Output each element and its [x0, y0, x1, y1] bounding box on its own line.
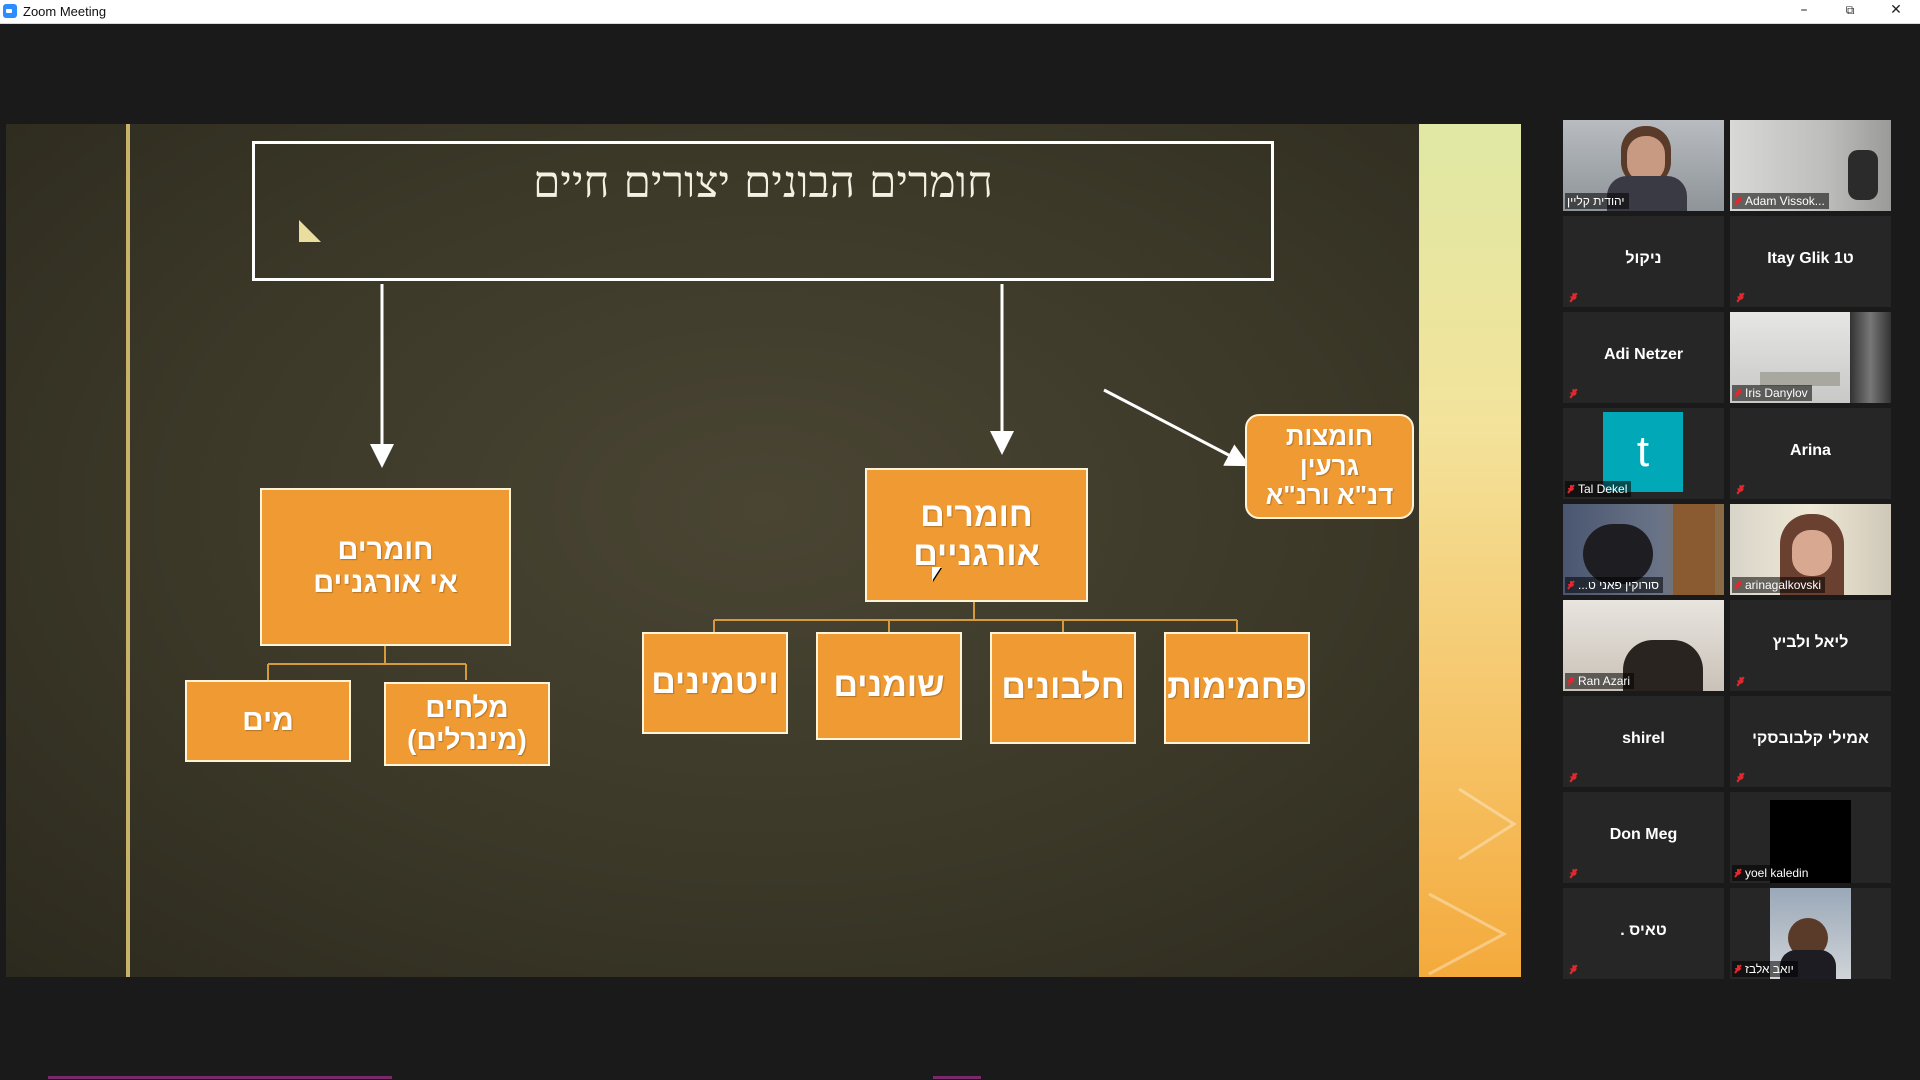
participant-name: arinagalkovski	[1732, 577, 1826, 593]
microphone-muted-icon	[1569, 964, 1578, 975]
nucleic-acids-box: חומצות גרעין דנ"א ורנ"א	[1245, 414, 1414, 519]
microphone-muted-icon	[1569, 772, 1578, 783]
zoom-icon	[3, 4, 17, 18]
participant-tile[interactable]: יואב אלבז	[1730, 888, 1891, 979]
participant-name: yoel kaledin	[1732, 865, 1813, 881]
slide-title: חומרים הבונים יצורים חיים	[532, 157, 994, 208]
participant-name: Adam Vissok...	[1732, 193, 1829, 209]
proteins-box: חלבונים	[990, 632, 1136, 744]
participant-display-name: Adi Netzer	[1603, 346, 1684, 363]
window-title-bar: Zoom Meeting – ⧉ ✕	[0, 0, 1920, 24]
participant-display-name: shirel	[1622, 730, 1665, 747]
microphone-muted-icon	[1569, 292, 1578, 303]
slide-connectors	[267, 284, 1250, 680]
microphone-muted-icon	[1734, 868, 1742, 878]
microphone-muted-icon	[1569, 388, 1578, 399]
participant-name: Tal Dekel	[1565, 481, 1632, 497]
tree-lines	[267, 602, 1238, 680]
microphone-muted-icon	[1734, 580, 1742, 590]
participant-display-name: Don Meg	[1609, 826, 1678, 843]
microphone-muted-icon	[1736, 292, 1745, 303]
participant-display-name: Itay Glik ט1	[1767, 250, 1854, 267]
close-button[interactable]: ✕	[1890, 2, 1902, 18]
vitamins-box: ויטמינים	[642, 632, 788, 734]
slide-title-box: חומרים הבונים יצורים חיים	[252, 141, 1274, 281]
inorganic-box: חומרים אי אורגניים	[260, 488, 511, 646]
microphone-muted-icon	[1734, 388, 1742, 398]
microphone-muted-icon	[1736, 484, 1745, 495]
window-title: Zoom Meeting	[23, 4, 107, 19]
participant-display-name: ליאל ולביץ	[1772, 634, 1849, 651]
microphone-muted-icon	[1736, 772, 1745, 783]
participant-name: יואב אלבז	[1732, 961, 1798, 977]
participant-name: Iris Danylov	[1732, 385, 1812, 401]
mouse-cursor	[932, 567, 941, 581]
corner-triangle	[299, 220, 321, 242]
participant-tile[interactable]: ליאל ולביץ	[1730, 600, 1891, 691]
participant-tile[interactable]: ניקול	[1563, 216, 1724, 307]
participant-tile[interactable]: Adi Netzer	[1563, 312, 1724, 403]
participant-tile[interactable]: Ran Azari	[1563, 600, 1724, 691]
participant-tile[interactable]: Arina	[1730, 408, 1891, 499]
participant-name: ...סורוקין פאני ט	[1565, 577, 1663, 593]
microphone-muted-icon	[1736, 676, 1745, 687]
salts-box: מלחים (מינרלים)	[384, 682, 550, 766]
microphone-muted-icon	[1567, 676, 1575, 686]
participant-tile[interactable]: arinagalkovski	[1730, 504, 1891, 595]
participant-display-name: Arina	[1790, 442, 1831, 459]
participant-tile[interactable]: Don Meg	[1563, 792, 1724, 883]
participant-display-name: אמילי קלבובסקי	[1752, 730, 1869, 747]
carbs-box: פחמימות	[1164, 632, 1310, 744]
participant-display-name: . טאיס	[1620, 922, 1667, 939]
chevron-decoration	[1428, 787, 1517, 976]
participant-tile[interactable]: . טאיס	[1563, 888, 1724, 979]
microphone-muted-icon	[1567, 580, 1575, 590]
participant-tile[interactable]: יהודית קליין	[1563, 120, 1724, 211]
taskbar-edge	[48, 1076, 981, 1079]
water-box: מים	[185, 680, 351, 762]
participant-tile[interactable]: shirel	[1563, 696, 1724, 787]
arrow-to-nucleic-acids	[1103, 388, 1250, 467]
minimize-button[interactable]: –	[1800, 2, 1808, 18]
fats-box: שומנים	[816, 632, 962, 740]
participant-tile[interactable]: אמילי קלבובסקי	[1730, 696, 1891, 787]
participant-tile[interactable]: Iris Danylov	[1730, 312, 1891, 403]
microphone-muted-icon	[1567, 484, 1575, 494]
shared-screen[interactable]: חומרים הבונים יצורים חיים חומרים אי אורג…	[6, 124, 1521, 977]
participant-display-name: ניקול	[1625, 250, 1662, 267]
participant-name: Ran Azari	[1565, 673, 1635, 689]
participant-avatar: t	[1603, 412, 1683, 492]
participant-tile[interactable]: ...סורוקין פאני ט	[1563, 504, 1724, 595]
slide-decorative-strip	[1419, 124, 1521, 977]
restore-button[interactable]: ⧉	[1845, 3, 1855, 17]
microphone-muted-icon	[1734, 196, 1742, 206]
participant-tile[interactable]: yoel kaledin	[1730, 792, 1891, 883]
participant-tile[interactable]: Itay Glik ט1	[1730, 216, 1891, 307]
participant-tile[interactable]: t Tal Dekel	[1563, 408, 1724, 499]
organic-box: חומרים אורגניים	[865, 468, 1088, 602]
participant-tile[interactable]: Adam Vissok...	[1730, 120, 1891, 211]
slide-decorative-line	[126, 124, 130, 977]
microphone-muted-icon	[1734, 964, 1742, 974]
microphone-muted-icon	[1569, 868, 1578, 879]
participant-name: יהודית קליין	[1565, 193, 1629, 209]
